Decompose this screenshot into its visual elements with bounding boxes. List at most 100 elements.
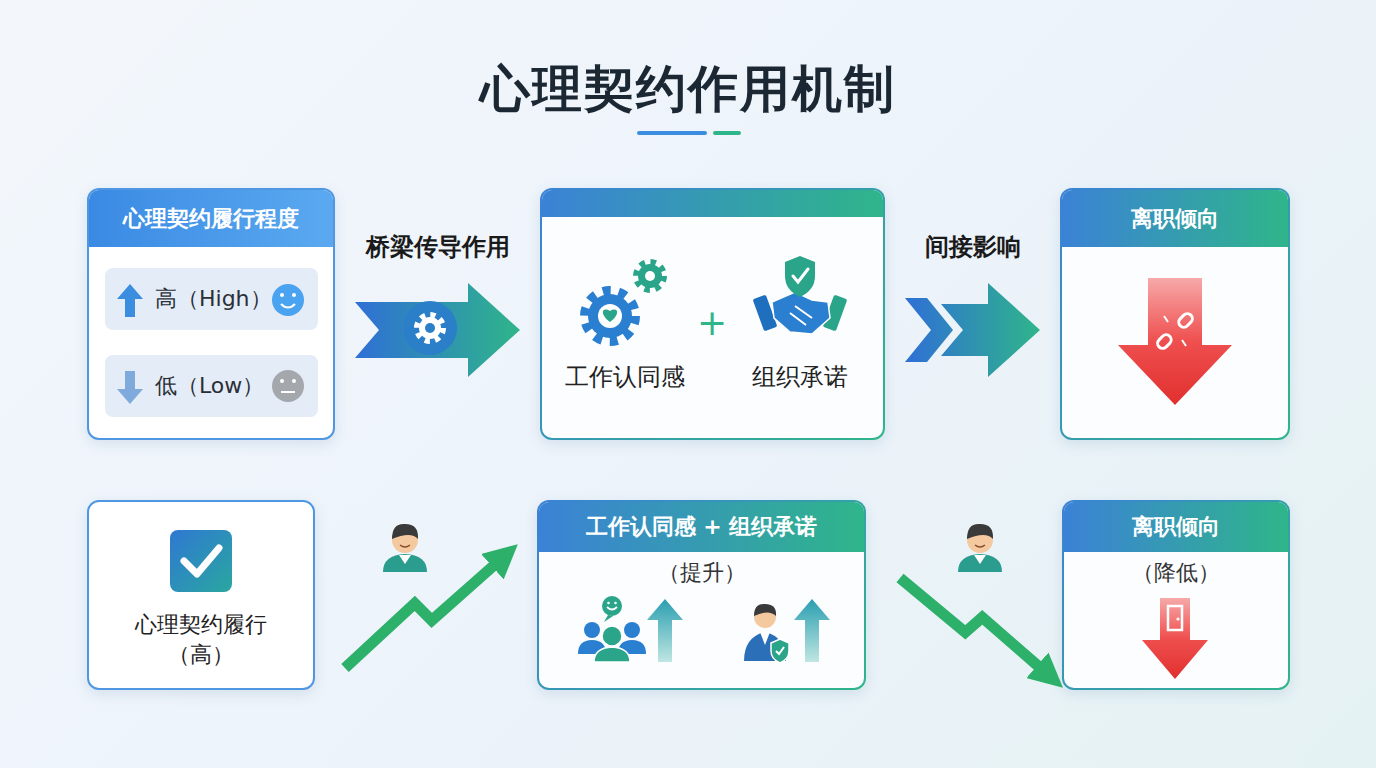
handshake-shield-icon-part: [785, 256, 815, 297]
red-door-arrow-part: [1176, 617, 1179, 620]
trend-arrow: [900, 578, 1045, 672]
checkbox-icon: [170, 530, 232, 592]
team-icon: [578, 596, 646, 662]
neutral-face-icon-part: [272, 370, 304, 402]
box-text: 组织承诺: [733, 362, 867, 392]
gear-badge-part: [417, 315, 443, 341]
box-text: （提升）: [539, 558, 864, 588]
smiley-icon-part: [292, 293, 296, 297]
handshake-shield-icon: [753, 256, 848, 334]
team-icon-part: [624, 622, 640, 638]
red-down-arrow-part: [1177, 312, 1195, 330]
person-icon-part: [958, 554, 1002, 572]
team-icon-part: [584, 622, 600, 638]
gears-icon-part: [636, 262, 664, 290]
box-text: （降低）: [1064, 558, 1288, 588]
up-arrow-icon-part: [117, 284, 143, 317]
checkbox-icon-part: [170, 530, 232, 592]
person-icon-part: [967, 527, 993, 553]
person-icon: [958, 524, 1002, 572]
team-icon-part: [607, 607, 617, 610]
person-icon-part: [975, 545, 985, 547]
smiley-icon-part: [280, 293, 284, 297]
smiley-icon-part: [272, 284, 304, 316]
gears-icon-part-part: [585, 291, 635, 341]
title-underline: [637, 131, 741, 135]
red-door-arrow: [1142, 598, 1208, 679]
rise-arrow-icon-part: [647, 599, 683, 662]
box-text: 低（Low）: [155, 355, 264, 417]
header-band: [542, 190, 883, 217]
red-down-arrow-part: [1118, 278, 1232, 405]
handshake-shield-icon-part: [753, 295, 778, 332]
handshake-shield-icon-part: [772, 292, 830, 334]
neutral-face-icon-part: [280, 379, 284, 383]
neutral-face-icon-part: [292, 379, 296, 383]
title-underline-part: [713, 131, 741, 135]
red-door-arrow-part: [1142, 598, 1208, 679]
gear-badge-part: [419, 317, 441, 339]
box-text: 工作认同感: [558, 362, 692, 392]
gears-icon-part-part: [588, 294, 632, 338]
checkbox-icon-part: [184, 548, 219, 574]
box-text: 心理契约履行 （高）: [121, 610, 281, 670]
box-text: 高（High）: [155, 268, 272, 330]
person-icon-part: [399, 555, 411, 564]
flow-arrow: [355, 283, 520, 377]
handshake-shield-icon-part: [790, 306, 812, 325]
team-icon-part: [604, 615, 613, 622]
gear-badge-part: [403, 301, 457, 355]
person-icon-part: [400, 545, 410, 547]
person-icon-part: [974, 555, 986, 564]
flow-arrow: [905, 283, 1040, 377]
outcome-box: 离职倾向 （降低）: [1062, 500, 1290, 690]
neutral-face-icon: [272, 370, 304, 402]
outcome-box: 离职倾向: [1060, 188, 1290, 440]
gear-badge-part: [425, 323, 435, 333]
person-icon-part: [383, 554, 427, 572]
red-down-arrow-part: [1156, 333, 1174, 351]
team-icon-part: [618, 640, 646, 654]
employee-shield-icon-part: [776, 647, 784, 654]
person-icon-part: [392, 524, 418, 539]
down-arrow-icon: [117, 371, 143, 404]
edge-label: 桥梁传导作用: [366, 231, 510, 263]
team-icon-part: [578, 640, 606, 654]
plus-sign: +: [697, 302, 727, 343]
box-heading: 工作认同感 + 组织承诺: [539, 502, 864, 552]
title-underline-part: [637, 131, 707, 135]
box-heading: 离职倾向: [1062, 190, 1288, 247]
down-arrow-icon-part: [117, 371, 143, 404]
level-pill: 低（Low）: [105, 355, 318, 417]
gears-icon-part-part: [645, 271, 655, 281]
employee-shield-icon-part: [754, 606, 776, 628]
rise-arrow-icon: [647, 599, 683, 662]
stage-box: 心理契约履行程度高（High）低（Low）: [87, 188, 335, 440]
neutral-face-icon-part: [281, 391, 295, 393]
gear-badge: [403, 301, 457, 355]
team-icon-part: [607, 602, 610, 605]
rise-arrow-icon-part: [794, 599, 830, 662]
handshake-shield-icon-part: [793, 269, 808, 282]
smiley-icon: [272, 284, 304, 316]
person-icon: [383, 524, 427, 572]
gears-icon: [585, 262, 664, 341]
diagram-title: 心理契约作用机制: [0, 56, 1376, 123]
smiley-icon-part: [281, 304, 295, 308]
box-heading: 离职倾向: [1064, 502, 1288, 552]
employee-shield-icon-part: [760, 632, 770, 645]
red-down-arrow: [1118, 278, 1232, 405]
team-icon-part: [594, 647, 630, 662]
gears-icon-part-part: [603, 309, 617, 322]
up-arrow-icon: [117, 284, 143, 317]
edge-label: 间接影响: [925, 231, 1021, 263]
gears-icon-part-part: [638, 264, 662, 288]
red-down-arrow-part: [1164, 316, 1186, 346]
red-door-arrow-part: [1168, 606, 1182, 630]
trend-arrow: [345, 560, 500, 668]
stage-box: 心理契约履行 （高）: [87, 500, 315, 690]
